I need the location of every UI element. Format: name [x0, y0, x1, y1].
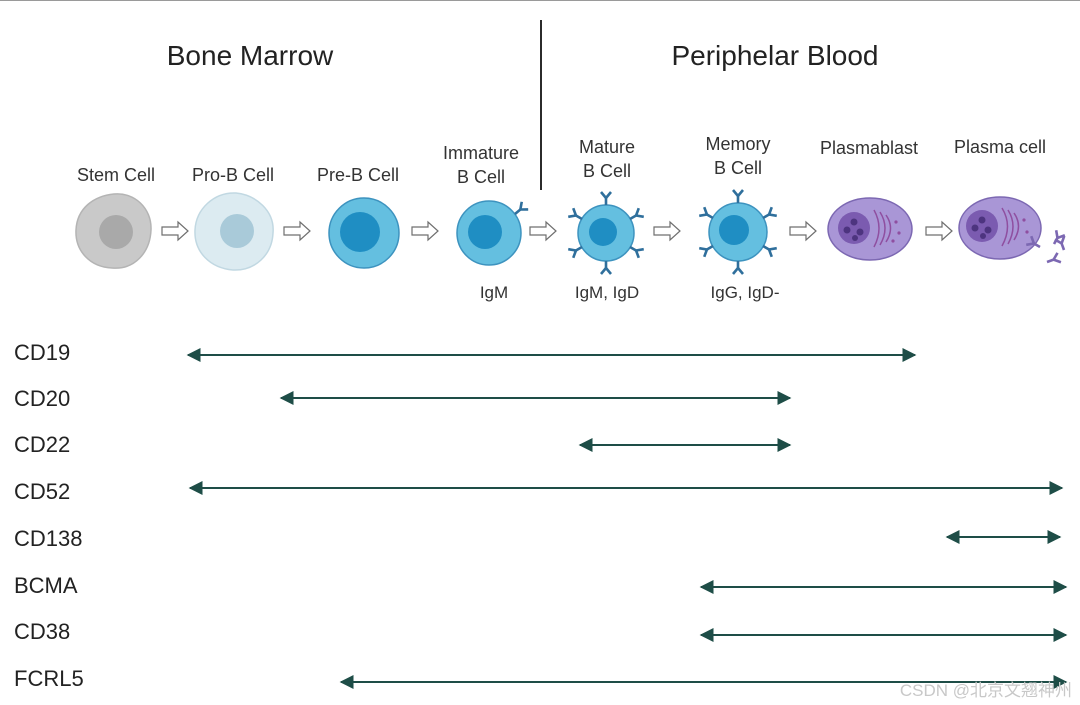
pre-b-cell-icon	[328, 197, 400, 269]
section-peripheral-blood: Periphelar Blood	[671, 40, 879, 71]
stage-label-memory-b-cell: Memory B Cell	[705, 134, 771, 178]
stage-label-immature-b-cell: Immature B Cell	[442, 143, 520, 187]
marker-label-cd22: CD22	[14, 432, 71, 457]
watermark: CSDN @北京文翘神州	[899, 681, 1072, 700]
stage-label-pro-b-cell: Pro-B Cell	[191, 165, 275, 185]
stage-label-mature-b-cell: Mature B Cell	[578, 137, 636, 181]
marker-label-bcma: BCMA	[14, 573, 78, 598]
mature-b-cell-icon	[566, 190, 646, 276]
marker-label-cd19: CD19	[14, 340, 71, 365]
immature-b-cell-icon	[456, 200, 530, 266]
marker-label-fcrl5: FCRL5	[14, 666, 84, 691]
plasmablast-icon	[827, 197, 913, 261]
plasma-cell-icon	[958, 196, 1070, 268]
marker-label-cd38: CD38	[14, 619, 71, 644]
ig-label-immature: IgM	[479, 283, 509, 302]
ig-label-memory: IgG, IgD-	[710, 283, 780, 302]
section-bone-marrow: Bone Marrow	[166, 40, 334, 71]
marker-label-cd138: CD138	[14, 526, 83, 551]
cell-illustrations	[75, 188, 1070, 276]
compartment-divider	[540, 20, 542, 190]
stage-label-plasmablast: Plasmablast	[819, 138, 919, 158]
marker-label-cd20: CD20	[14, 386, 71, 411]
marker-label-cd52: CD52	[14, 479, 71, 504]
stem-cell-icon	[75, 193, 152, 269]
ig-label-mature: IgM, IgD	[574, 283, 640, 302]
top-border-line	[0, 0, 1080, 1]
stage-label-pre-b-cell: Pre-B Cell	[316, 165, 400, 185]
memory-b-cell-icon	[697, 188, 779, 276]
pro-b-cell-icon	[194, 192, 274, 271]
stage-label-stem-cell: Stem Cell	[76, 165, 156, 185]
stage-label-plasma-cell: Plasma cell	[953, 137, 1047, 157]
